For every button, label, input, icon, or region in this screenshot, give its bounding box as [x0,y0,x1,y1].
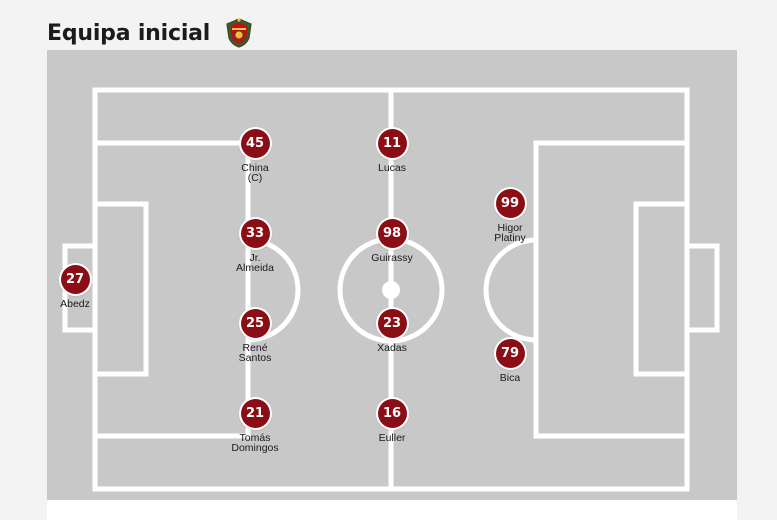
player-number-badge: 79 [495,339,525,368]
player-guirassy[interactable]: 98 Guirassy [347,219,437,263]
player-number-badge: 16 [377,399,407,428]
player-number-badge: 25 [240,309,270,338]
player-name: Euller [378,432,406,444]
player-bica[interactable]: 79 Bica [465,339,555,383]
player-number-badge: 21 [240,399,270,428]
player-jr-almeida[interactable]: 33 Jr.Almeida [210,219,300,273]
player-number-badge: 45 [240,129,270,158]
player-name: Bica [499,372,521,384]
player-number-badge: 23 [377,309,407,338]
page-title-text: Equipa inicial [47,20,211,46]
player-china[interactable]: 45 China(C) [210,129,300,183]
player-name: Xadas [377,342,407,354]
player-abedz[interactable]: 27 Abedz [30,265,120,309]
player-name: Jr.Almeida [236,252,274,274]
player-number-badge: 33 [240,219,270,248]
page-title: Equipa inicial [47,16,254,50]
player-name: Guirassy [371,252,413,264]
player-number-badge: 27 [60,265,90,294]
player-xadas[interactable]: 23 Xadas [347,309,437,353]
player-number-badge: 11 [377,129,407,158]
pitch: 27 Abedz 45 China(C) 33 Jr.Almeida 25 Re… [47,50,737,500]
player-name: Lucas [377,162,407,174]
player-name: China(C) [241,162,269,184]
player-name: Abedz [60,298,90,310]
player-lucas[interactable]: 11 Lucas [347,129,437,173]
player-euller[interactable]: 16 Euller [347,399,437,443]
player-number-badge: 99 [495,189,525,218]
player-number-badge: 98 [377,219,407,248]
next-panel [47,500,737,520]
club-crest-icon [226,18,252,48]
